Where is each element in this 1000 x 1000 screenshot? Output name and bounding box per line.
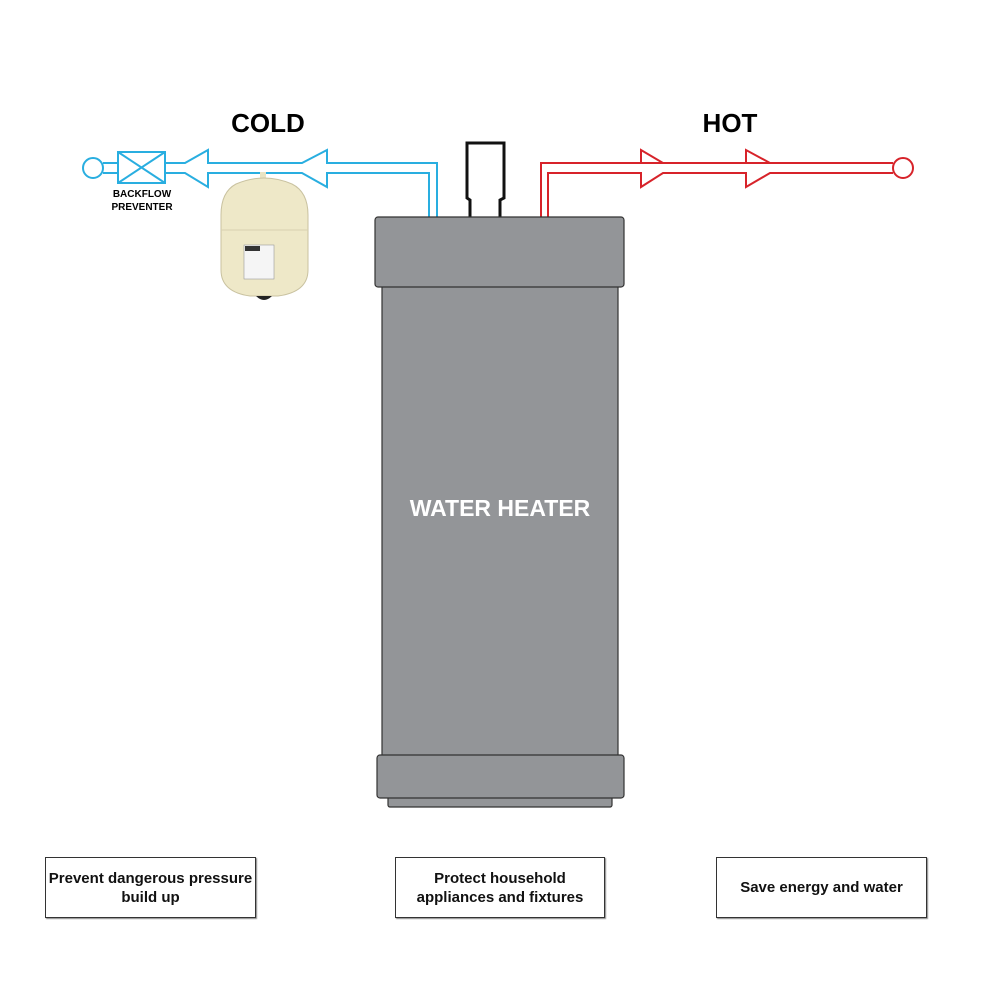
- cold-pipe: [82, 148, 438, 217]
- cold-label: COLD: [231, 108, 305, 138]
- backflow-preventer-label: BACKFLOW PREVENTER: [111, 189, 173, 213]
- hot-label: HOT: [702, 108, 758, 138]
- benefit-box-pressure: Prevent dangerous pressure build up: [45, 857, 256, 918]
- flue-icon: [465, 141, 506, 217]
- hot-pipe: [540, 148, 914, 217]
- expansion-tank-icon: [220, 172, 309, 300]
- benefit-box-energy: Save energy and water: [716, 857, 927, 918]
- water-heater-label: WATER HEATER: [409, 495, 591, 521]
- cold-inlet-icon: [82, 157, 104, 179]
- water-heater: [374, 216, 625, 808]
- cold-arrow-icon: [165, 148, 438, 217]
- hot-outlet-icon: [892, 157, 914, 179]
- benefit-box-appliances: Protect household appliances and fixture…: [395, 857, 605, 918]
- backflow-preventer-icon: [117, 151, 166, 184]
